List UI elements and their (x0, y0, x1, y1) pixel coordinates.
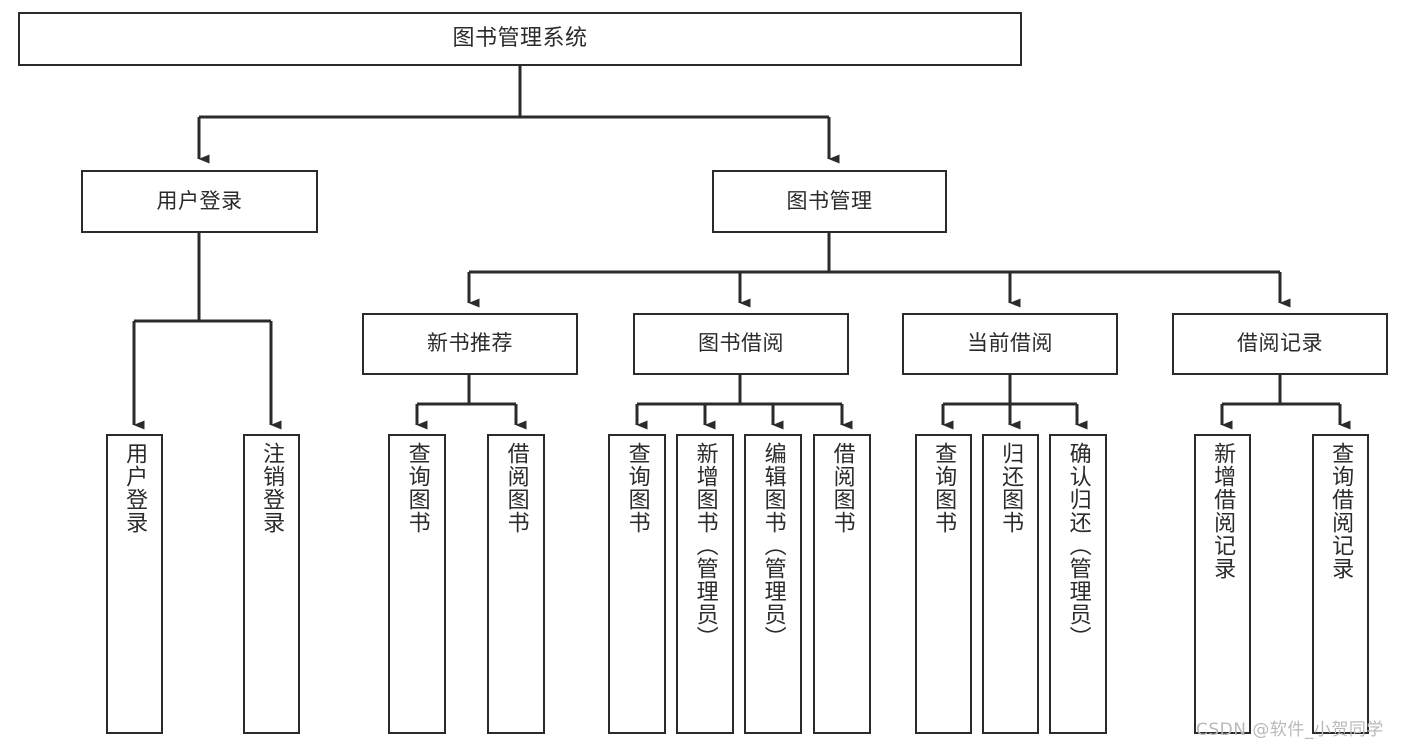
leaf-query-book-1[interactable]: 查询图书 (388, 434, 446, 734)
node-label: 新书推荐 (427, 331, 513, 356)
node-label: 用户登录 (122, 442, 148, 534)
node-book-borrow[interactable]: 图书借阅 (633, 313, 849, 375)
csdn-watermark: CSDN @软件_小贺同学 (1196, 720, 1384, 740)
leaf-query-borrow-record[interactable]: 查询借阅记录 (1312, 434, 1369, 734)
node-label: 查询图书 (931, 442, 957, 534)
node-label: 查询图书 (404, 442, 430, 534)
leaf-return-book[interactable]: 归还图书 (982, 434, 1039, 734)
node-borrow-record[interactable]: 借阅记录 (1172, 313, 1388, 375)
node-label: 借阅图书 (503, 442, 529, 534)
leaf-borrow-book-1[interactable]: 借阅图书 (487, 434, 545, 734)
node-user-login[interactable]: 用户登录 (81, 170, 318, 233)
leaf-add-book-admin[interactable]: 新增图书（管理员） (676, 434, 734, 734)
node-root-system[interactable]: 图书管理系统 (18, 12, 1022, 66)
leaf-borrow-book-2[interactable]: 借阅图书 (813, 434, 871, 734)
node-label: 注销登录 (259, 442, 285, 534)
node-current-borrow[interactable]: 当前借阅 (902, 313, 1118, 375)
leaf-user-login[interactable]: 用户登录 (106, 434, 163, 734)
node-label: 借阅记录 (1237, 331, 1323, 356)
node-label: 新增借阅记录 (1210, 442, 1236, 580)
node-label: 归还图书 (998, 442, 1024, 534)
leaf-query-book-2[interactable]: 查询图书 (608, 434, 666, 734)
node-new-book-recommend[interactable]: 新书推荐 (362, 313, 578, 375)
leaf-query-book-3[interactable]: 查询图书 (915, 434, 972, 734)
leaf-logout[interactable]: 注销登录 (243, 434, 300, 734)
node-label: 查询借阅记录 (1328, 442, 1354, 580)
node-label: 图书借阅 (698, 331, 784, 356)
node-label: 查询图书 (624, 442, 650, 534)
node-book-manage[interactable]: 图书管理 (712, 170, 947, 233)
node-label: 当前借阅 (967, 331, 1053, 356)
leaf-add-borrow-record[interactable]: 新增借阅记录 (1194, 434, 1251, 734)
node-label: 图书管理 (786, 188, 873, 213)
node-label: 新增图书（管理员） (692, 442, 718, 649)
node-label: 编辑图书（管理员） (760, 442, 786, 649)
node-label: 图书管理系统 (452, 25, 588, 51)
leaf-confirm-return-admin[interactable]: 确认归还（管理员） (1049, 434, 1107, 734)
node-label: 借阅图书 (829, 442, 855, 534)
node-label: 用户登录 (156, 188, 243, 213)
leaf-edit-book-admin[interactable]: 编辑图书（管理员） (744, 434, 802, 734)
node-label: 确认归还（管理员） (1065, 442, 1091, 649)
